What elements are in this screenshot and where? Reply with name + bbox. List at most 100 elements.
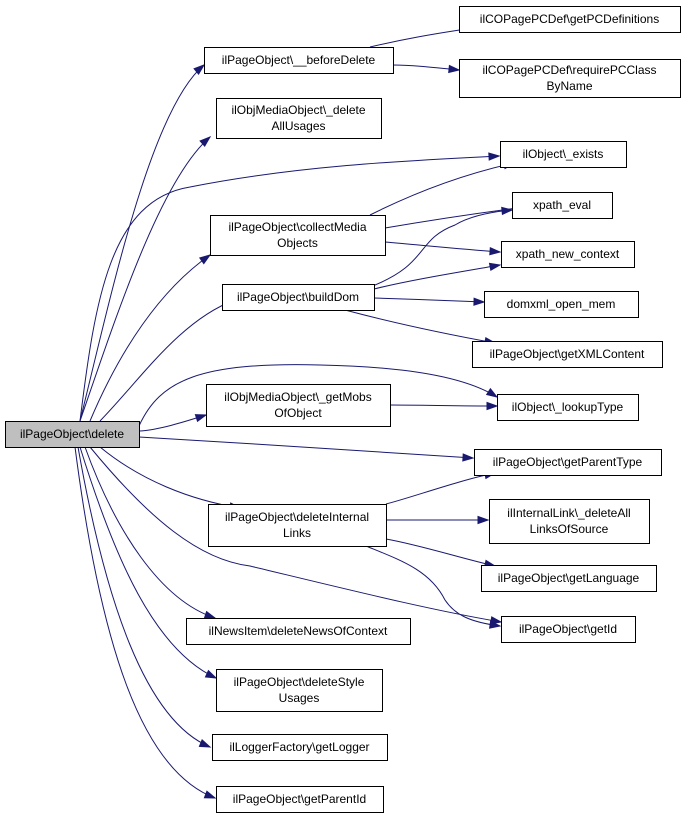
node-box: [501, 241, 635, 268]
node-getLogger[interactable]: ilLoggerFactory\getLogger: [212, 734, 388, 761]
arrowhead-icon: [198, 254, 212, 265]
node-xpathEval[interactable]: xpath_eval: [512, 192, 613, 219]
edge-deleteInternalLinks-to-getId: [365, 545, 502, 629]
arrowhead-icon: [477, 515, 490, 525]
node-getLanguage[interactable]: ilPageObject\getLanguage: [481, 565, 657, 592]
node-label: ilCOPagePCDef\requirePCClass: [482, 63, 656, 77]
edge-root-to-beforeDelete: [79, 64, 206, 422]
edge-line: [389, 404, 498, 407]
node-label: ByName: [546, 79, 592, 93]
node-buildDom[interactable]: ilPageObject\buildDom: [222, 284, 375, 311]
edge-line: [138, 436, 474, 459]
edge-collectMedia-to-exists: [369, 161, 516, 216]
arrowhead-icon: [488, 262, 502, 271]
node-label: AllUsages: [271, 119, 325, 133]
node-box: [459, 6, 681, 33]
node-getId[interactable]: ilPageObject\getId: [501, 616, 636, 643]
node-label: ilLoggerFactory\getLogger: [229, 740, 369, 754]
edge-line: [369, 162, 515, 216]
node-label: ilInternalLink\_deleteAll: [507, 506, 630, 520]
edge-getMobs-to-lookupType: [389, 401, 499, 411]
node-beforeDelete[interactable]: ilPageObject\__beforeDelete: [204, 47, 394, 74]
arrowhead-icon: [199, 136, 212, 148]
edge-root-to-deleteAllUsages: [79, 136, 212, 422]
node-label: ilPageObject\deleteInternal: [225, 510, 369, 524]
arrowhead-icon: [198, 739, 212, 748]
node-box: [481, 565, 657, 592]
node-label: ilObjMediaObject\_delete: [231, 103, 365, 117]
node-lookupType[interactable]: ilObject\_lookupType: [497, 394, 639, 421]
node-box: [501, 616, 636, 643]
arrowhead-icon: [203, 790, 217, 799]
node-label: ilObject\_lookupType: [512, 400, 624, 414]
edge-root-to-lookupType: [138, 364, 499, 427]
node-box: [484, 291, 639, 318]
node-label: ilPageObject\collectMedia: [228, 220, 366, 234]
node-box: [212, 734, 388, 761]
edge-root-to-collectMedia: [89, 254, 212, 422]
node-label: ilObject\_exists: [523, 147, 604, 161]
node-label: ilPageObject\getLanguage: [498, 571, 640, 585]
arrowhead-icon: [203, 610, 217, 619]
edge-line: [365, 545, 501, 627]
edge-line: [344, 309, 496, 344]
edge-line: [89, 254, 211, 422]
node-root[interactable]: ilPageObject\delete: [5, 421, 140, 448]
node-label: ilPageObject\getParentId: [233, 792, 366, 806]
edge-line: [77, 446, 211, 748]
node-label: Usages: [279, 691, 320, 705]
edge-root-to-deleteInternalLinks: [99, 446, 242, 511]
edge-deleteInternalLinks-to-getParentType: [385, 470, 497, 505]
node-box: [204, 47, 394, 74]
edge-line: [373, 264, 501, 290]
node-box: [5, 421, 140, 448]
edge-root-to-deleteStyle: [79, 446, 218, 679]
node-deleteNews[interactable]: ilNewsItem\deleteNewsOfContext: [186, 618, 411, 645]
edge-line: [385, 472, 496, 505]
edge-deleteInternalLinks-to-deleteAllLinks: [386, 515, 490, 525]
node-label: LinksOfSource: [530, 522, 609, 536]
node-label: ilPageObject\getParentType: [493, 455, 643, 469]
arrowhead-icon: [486, 401, 499, 411]
node-getParentType[interactable]: ilPageObject\getParentType: [474, 449, 662, 476]
arrowhead-icon: [462, 453, 475, 462]
node-box: [459, 59, 681, 98]
edge-collectMedia-to-xpathNewContext: [384, 241, 502, 256]
arrowhead-icon: [204, 669, 218, 679]
node-box: [222, 284, 375, 311]
node-xpathNewContext[interactable]: xpath_new_context: [501, 241, 635, 268]
node-box: [474, 449, 662, 476]
arrowhead-icon: [501, 206, 514, 216]
node-getXMLContent[interactable]: ilPageObject\getXMLContent: [472, 341, 663, 368]
edge-line: [385, 538, 496, 567]
edge-line: [369, 209, 513, 288]
edge-line: [79, 155, 500, 422]
edge-line: [74, 446, 216, 799]
node-exists[interactable]: ilObject\_exists: [500, 141, 627, 168]
edge-beforeDelete-to-requirePCClass: [392, 64, 461, 74]
node-label: xpath_eval: [533, 198, 591, 212]
node-domxmlOpenMem[interactable]: domxml_open_mem: [484, 291, 639, 318]
arrowhead-icon: [448, 64, 461, 74]
node-getPCDefinitions[interactable]: ilCOPagePCDef\getPCDefinitions: [459, 6, 681, 33]
edge-buildDom-to-xpathEval: [369, 206, 514, 288]
edge-root-to-exists: [79, 152, 501, 422]
node-label: ilPageObject\__beforeDelete: [222, 53, 376, 67]
node-box: [500, 141, 627, 168]
edge-line: [79, 446, 217, 679]
node-box: [216, 786, 384, 813]
arrowhead-icon: [473, 297, 486, 306]
node-label: ilPageObject\buildDom: [237, 290, 359, 304]
edge-line: [89, 446, 502, 623]
node-getParentId[interactable]: ilPageObject\getParentId: [216, 786, 384, 813]
node-box: [186, 618, 411, 645]
edge-line: [384, 241, 501, 253]
edge-root-to-getParentType: [138, 436, 475, 462]
